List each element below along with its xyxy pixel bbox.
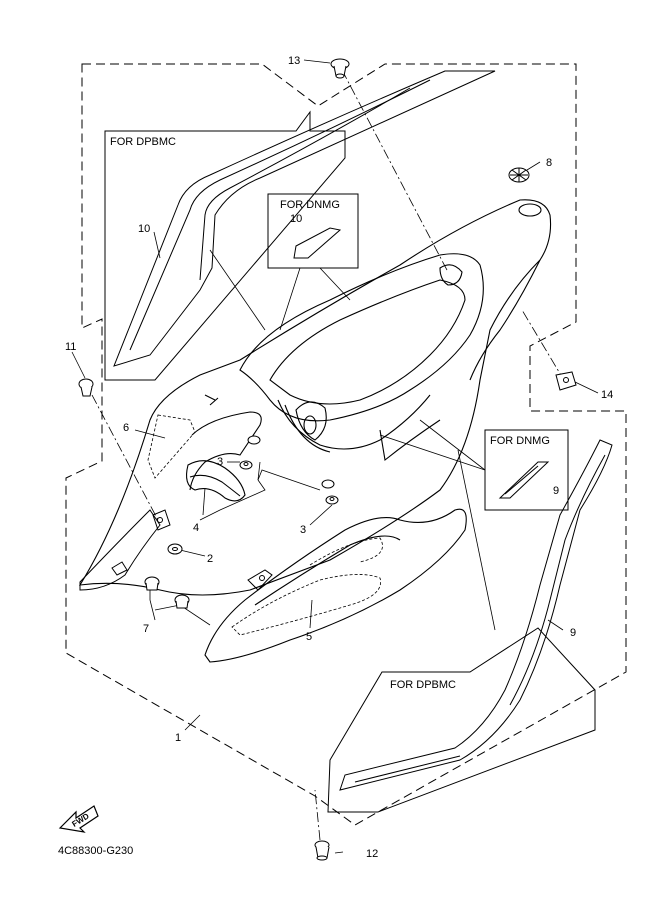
- callout-6: 6: [123, 422, 129, 434]
- callout-7: 7: [143, 623, 149, 635]
- fastener-12-icon: [314, 840, 330, 861]
- panel-5-tab: [247, 569, 273, 591]
- nut-3-lower-icon: [321, 479, 339, 505]
- callout-2: 2: [207, 553, 213, 565]
- decal-9-lower-stripe: [339, 439, 613, 791]
- leader-lines: [71, 59, 599, 854]
- callout-10-upper: 10: [138, 223, 150, 235]
- callout-8: 8: [546, 157, 552, 169]
- left-panel-6: [79, 509, 171, 591]
- label-for-dnmg-right: FOR DNMG: [490, 435, 550, 447]
- callout-3-upper: 3: [217, 456, 223, 468]
- callout-3-lower: 3: [300, 524, 306, 536]
- label-for-dpbmc-bottom: FOR DPBMC: [390, 679, 456, 691]
- box-for-dpbmc-bottom: [327, 627, 596, 813]
- fwd-arrow-icon: FWD: [58, 805, 99, 833]
- callout-4: 4: [193, 522, 199, 534]
- callout-13: 13: [288, 55, 300, 67]
- box-for-dpbmc-top: [104, 110, 346, 381]
- callout-9-lower: 9: [570, 627, 576, 639]
- callout-9-small: 9: [553, 485, 559, 497]
- decal-10-upper-stripe: [113, 70, 496, 367]
- callout-10-small: 10: [290, 213, 302, 225]
- label-for-dnmg-top: FOR DNMG: [280, 199, 340, 211]
- panel-5-hidden-outline: [231, 537, 383, 636]
- callout-5: 5: [306, 631, 312, 643]
- assembly-boundary-dashed: [65, 63, 627, 826]
- lower-side-cover-5: [204, 508, 467, 663]
- inner-panel-4: [186, 411, 262, 502]
- grommet-7-icon: [144, 576, 190, 609]
- callout-11: 11: [65, 341, 76, 353]
- panel-6-hidden-outline: [147, 414, 196, 479]
- washer-2-icon: [167, 543, 183, 555]
- rear-cowl-shell: [78, 199, 552, 596]
- callout-14: 14: [601, 389, 613, 401]
- screw-13-icon: [330, 58, 350, 79]
- nut-3-upper-icon: [239, 435, 261, 470]
- box-for-dnmg-top: [267, 193, 359, 269]
- callout-12: 12: [366, 848, 378, 860]
- grommet-8-icon: [508, 167, 530, 183]
- label-for-dpbmc-top: FOR DPBMC: [110, 136, 176, 148]
- part-code: 4C88300-G230: [58, 845, 133, 857]
- decal-9-small: [498, 461, 550, 499]
- callout-1: 1: [175, 732, 181, 744]
- decal-10-small: [293, 227, 342, 259]
- clip-nut-14-icon: [555, 371, 577, 391]
- fastener-11-icon: [78, 378, 94, 397]
